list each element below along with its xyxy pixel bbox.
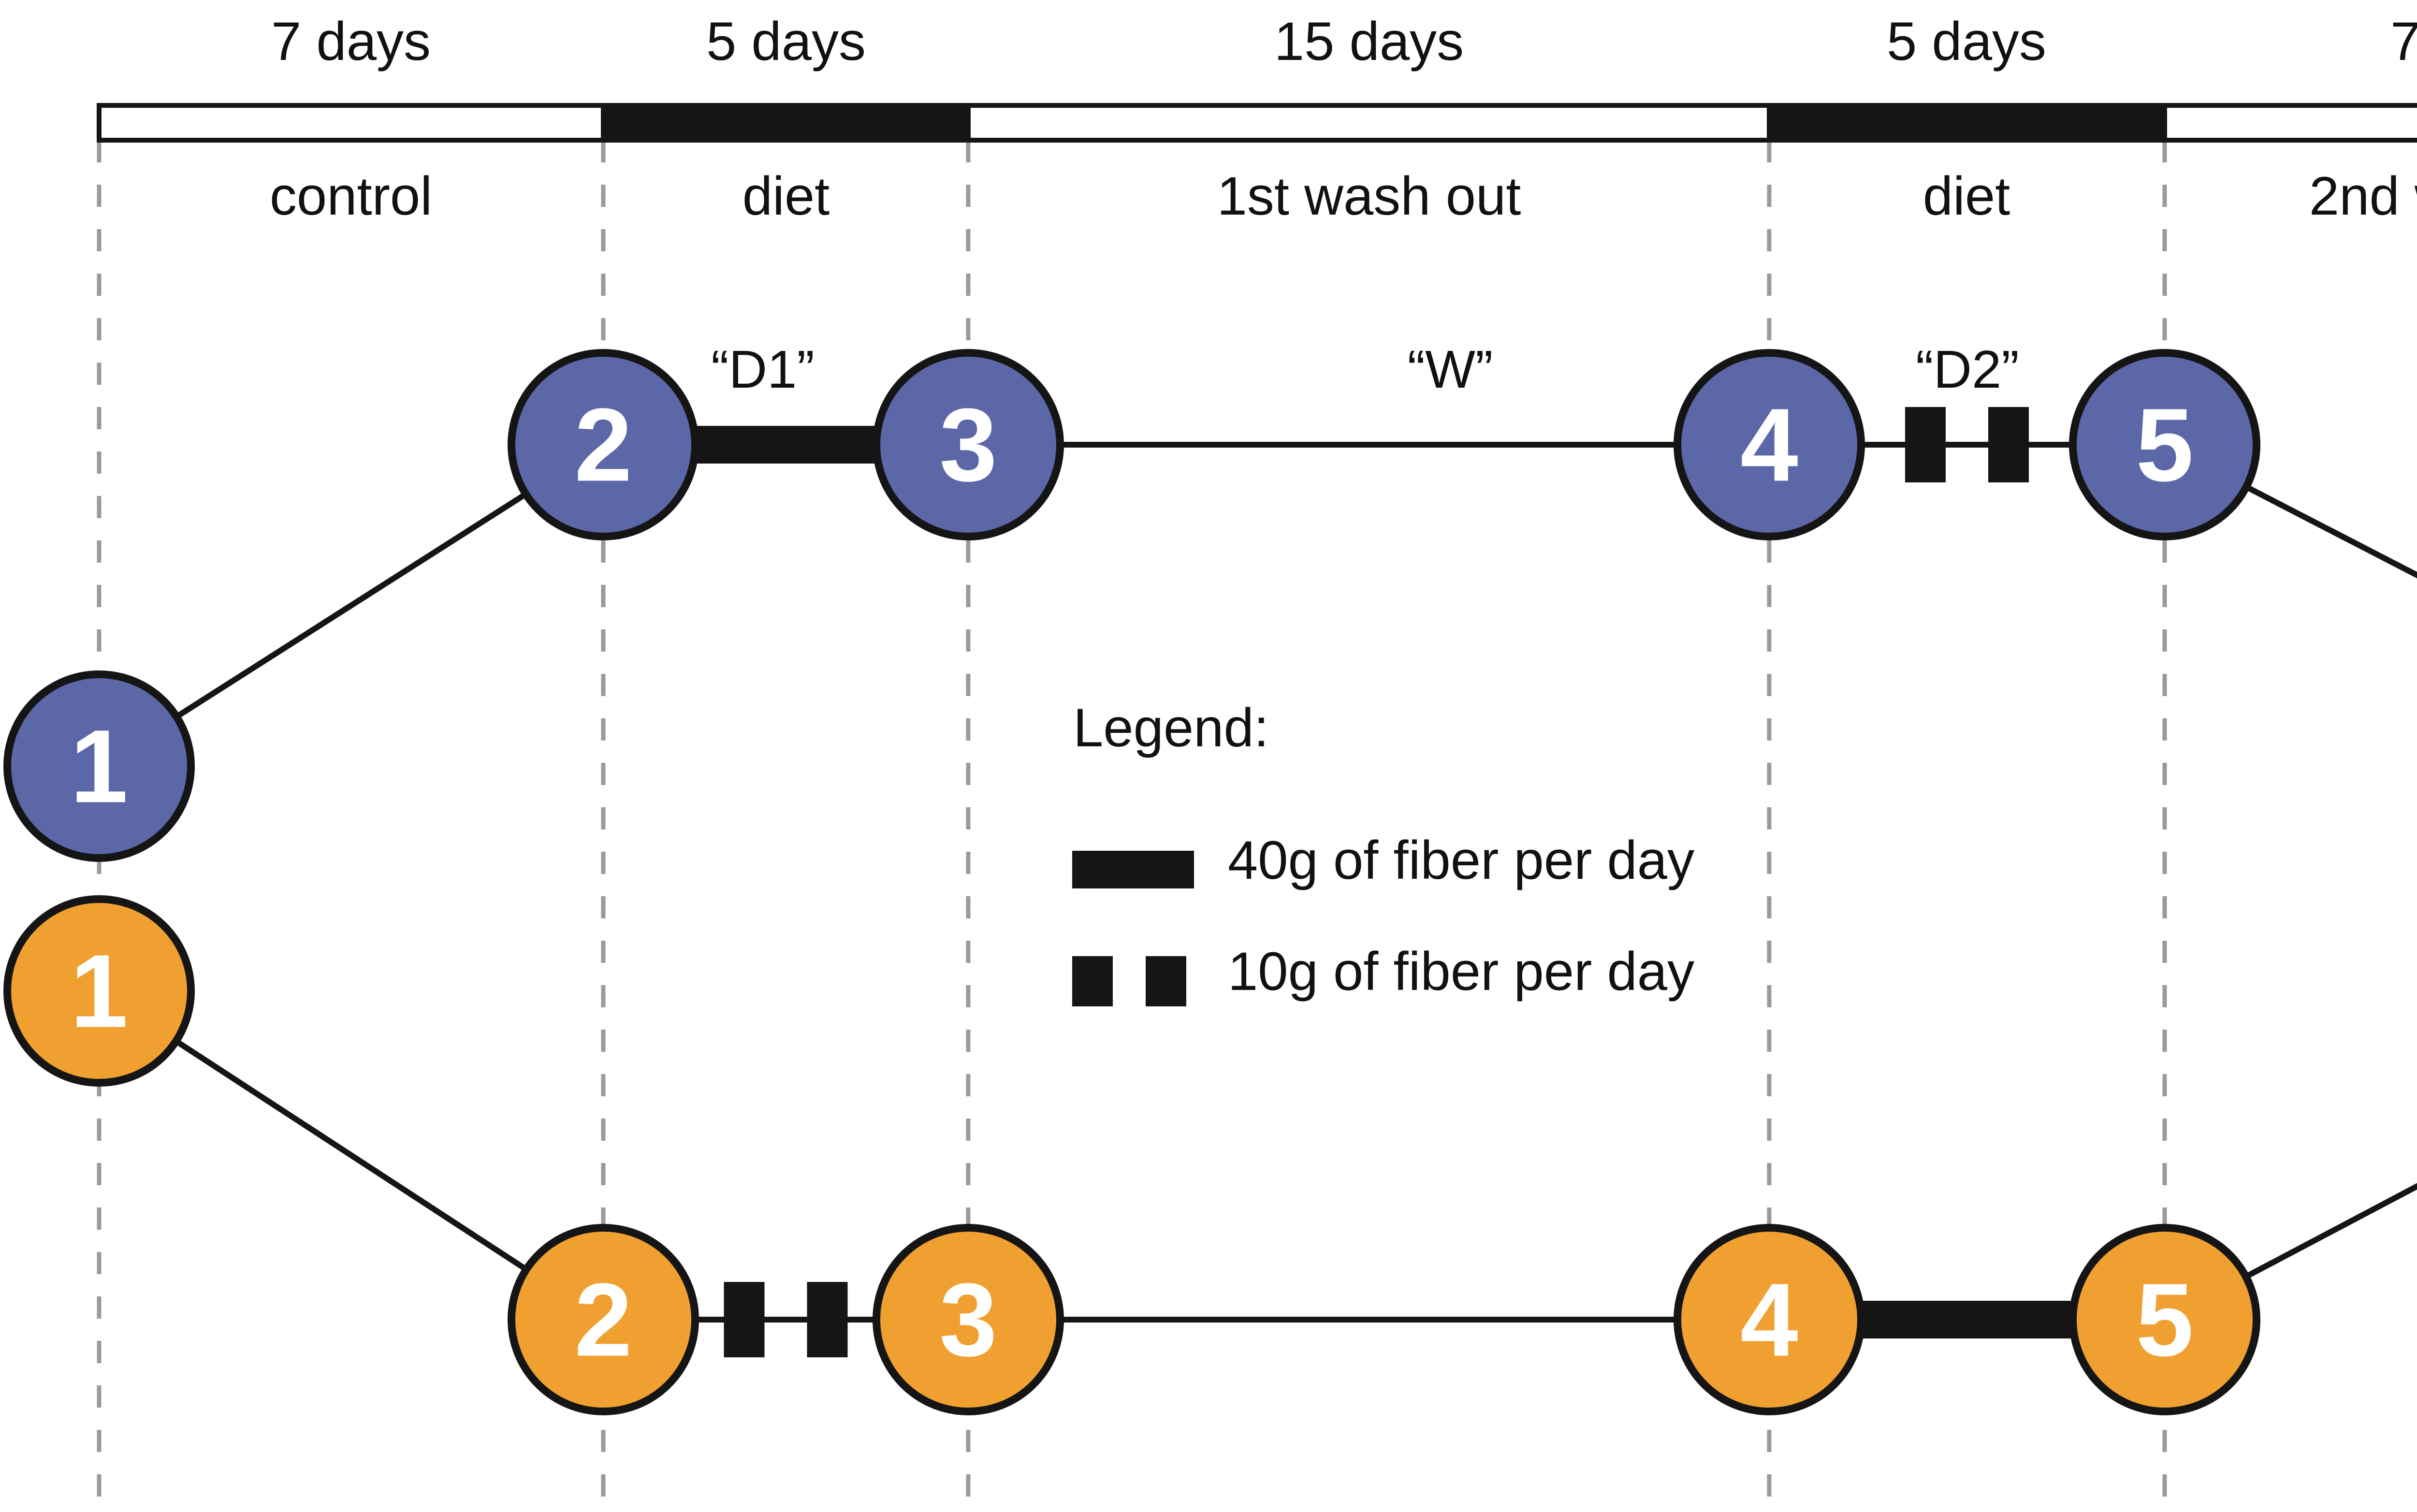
legend-label-10g: 10g of fiber per day xyxy=(1228,941,1695,1002)
duration-label-0: 7 days xyxy=(271,11,431,72)
timepoint-nodes: 123456123456 xyxy=(3,349,2260,1415)
node-orange-arm-1-label: 1 xyxy=(70,933,128,1049)
node-blue-arm-4-label: 4 xyxy=(1740,387,1798,503)
node-orange-arm-2[interactable] xyxy=(508,1224,699,1415)
node-blue-arm-2[interactable] xyxy=(508,349,699,540)
duration-label-3: 5 days xyxy=(1887,11,2046,72)
link-orange-arm-1-2 xyxy=(171,1036,531,1274)
legend-swatches xyxy=(1072,851,1194,1006)
legend-swatch-10g-b xyxy=(1146,956,1186,1006)
node-orange-arm-2-label: 2 xyxy=(574,1262,632,1378)
node-orange-arm-1[interactable] xyxy=(3,895,195,1087)
period-code-2: “D2” xyxy=(1916,340,2019,399)
node-blue-arm-5-label: 5 xyxy=(2136,387,2194,503)
node-orange-arm-5-label: 5 xyxy=(2136,1262,2194,1378)
phase-label-2: 1st wash out xyxy=(1217,166,1521,226)
duration-label-1: 5 days xyxy=(706,11,866,72)
node-blue-arm-3[interactable] xyxy=(873,349,1064,540)
timeline-segment-3 xyxy=(1767,103,2167,143)
node-blue-arm-1-label: 1 xyxy=(70,708,128,825)
period-code-1: “W” xyxy=(1407,340,1493,399)
timeline-segment-0 xyxy=(97,103,606,143)
phase-label-4: 2nd wash out xyxy=(2309,166,2417,226)
phase-label-1: diet xyxy=(742,166,830,226)
timeline-bar xyxy=(97,103,2417,143)
link-blue-arm-5-6 xyxy=(2241,482,2417,579)
legend-title: Legend: xyxy=(1073,698,1269,758)
link-blue-arm-4-5-10g-dash-0 xyxy=(1905,407,1946,482)
node-blue-arm-2-label: 2 xyxy=(574,387,632,503)
period-code-0: “D1” xyxy=(711,340,815,399)
link-orange-arm-2-3-10g-dash-1 xyxy=(807,1282,848,1357)
node-orange-arm-3[interactable] xyxy=(873,1224,1064,1415)
node-orange-arm-4-label: 4 xyxy=(1740,1262,1798,1378)
node-orange-arm-5[interactable] xyxy=(2069,1224,2260,1415)
node-blue-arm-3-label: 3 xyxy=(939,387,997,503)
legend-swatch-40g xyxy=(1072,851,1194,888)
phase-label-0: control xyxy=(269,166,433,226)
link-blue-arm-1-2 xyxy=(172,489,531,722)
link-orange-arm-2-3-10g-dash-0 xyxy=(724,1282,765,1357)
timeline-segment-4 xyxy=(2162,103,2417,143)
node-blue-arm-4[interactable] xyxy=(1674,349,1865,540)
timeline-segment-1 xyxy=(601,103,971,143)
legend-swatch-10g-a xyxy=(1072,956,1113,1006)
link-orange-arm-5-6 xyxy=(2241,1183,2417,1281)
transition-links xyxy=(171,407,2417,1357)
duration-label-4: 7 days xyxy=(2390,11,2417,72)
node-blue-arm-5[interactable] xyxy=(2069,349,2260,540)
link-blue-arm-4-5-10g-dash-1 xyxy=(1988,407,2029,482)
timeline-segment-2 xyxy=(966,103,1772,143)
phase-label-3: diet xyxy=(1922,166,2010,226)
duration-label-2: 15 days xyxy=(1274,11,1464,72)
node-orange-arm-3-label: 3 xyxy=(939,1262,997,1378)
node-orange-arm-4[interactable] xyxy=(1674,1224,1865,1415)
node-blue-arm-1[interactable] xyxy=(3,670,195,862)
legend-label-40g: 40g of fiber per day xyxy=(1228,830,1695,890)
